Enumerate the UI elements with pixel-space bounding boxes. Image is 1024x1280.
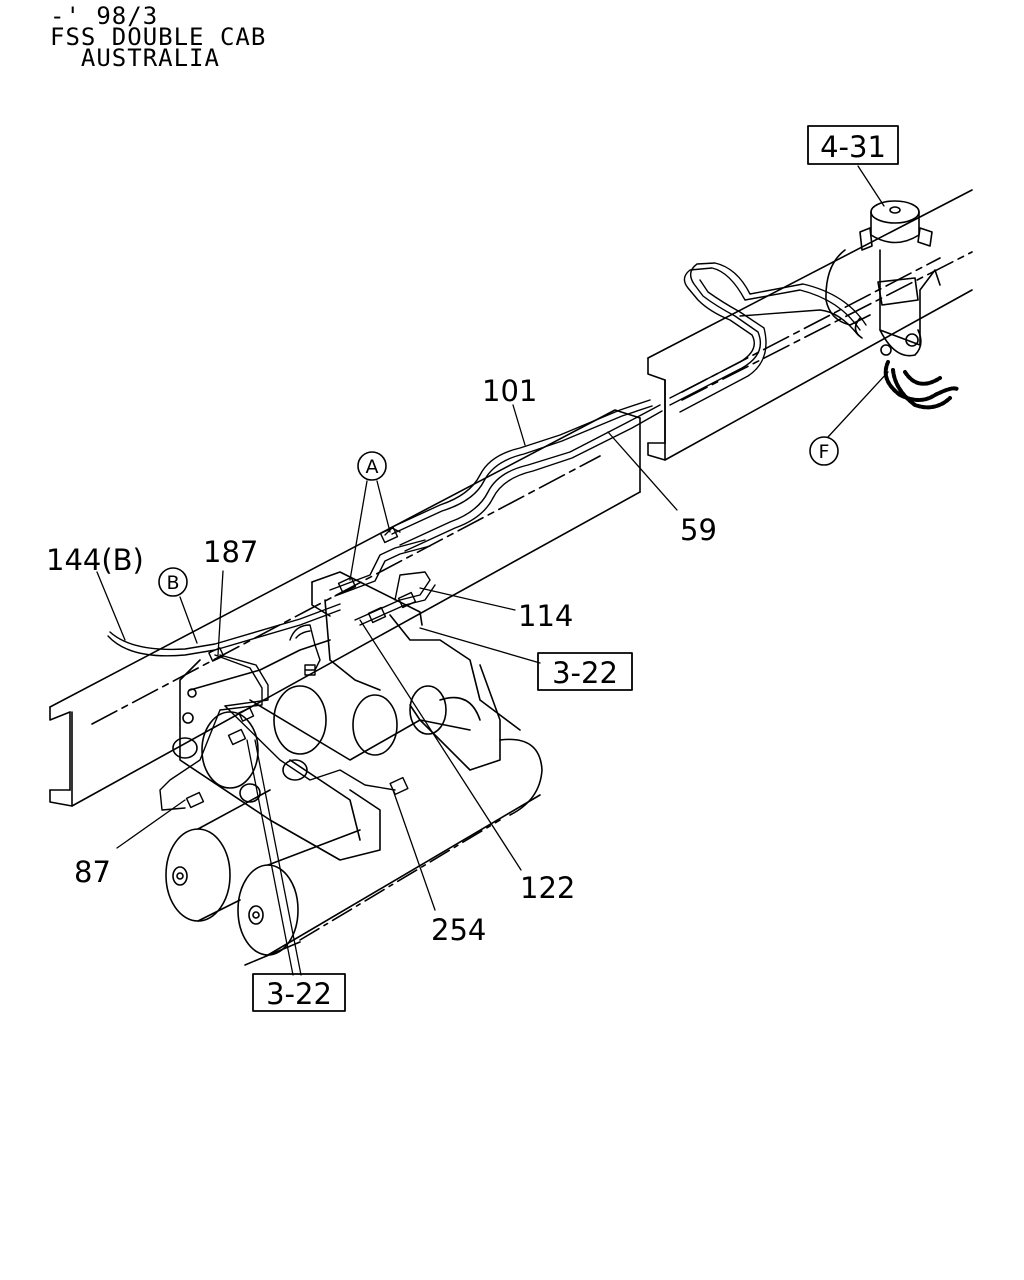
part-label-87: 87 <box>74 855 111 889</box>
ref-3-22-lower-text: 3-22 <box>266 977 332 1011</box>
svg-text:B: B <box>166 572 179 594</box>
frame-rail-right <box>647 189 973 461</box>
air-tanks <box>165 685 543 966</box>
cross-member <box>179 571 521 861</box>
header-line-2: FSS DOUBLE CAB <box>50 23 267 51</box>
part-label-254: 254 <box>431 913 486 947</box>
callout-f: F <box>809 436 839 466</box>
callout-b: B <box>158 567 188 597</box>
part-label-122: 122 <box>520 871 575 905</box>
ref-4-31-text: 4-31 <box>820 130 886 164</box>
brake-pipes <box>389 262 867 552</box>
air-valve-unit <box>825 200 960 410</box>
header-line-3: AUSTRALIA <box>50 44 220 72</box>
ref-box-4-31: 4-31 <box>807 125 899 165</box>
crossmember-pipes <box>107 526 436 811</box>
ref-box-3-22-lower: 3-22 <box>252 973 346 1012</box>
svg-text:F: F <box>819 441 830 463</box>
frame-rail-left <box>49 409 641 807</box>
leader-lines <box>96 165 889 976</box>
part-label-101: 101 <box>482 374 537 408</box>
part-label-187: 187 <box>203 535 258 569</box>
part-label-59: 59 <box>680 513 717 547</box>
callout-a: A <box>357 451 387 481</box>
ref-3-22-upper-text: 3-22 <box>552 656 618 690</box>
header-line-1: -' 98/3 <box>50 2 159 30</box>
svg-text:A: A <box>366 456 379 478</box>
part-label-114: 114 <box>518 599 573 633</box>
part-label-144b: 144(B) <box>46 543 144 577</box>
ref-box-3-22-upper: 3-22 <box>537 652 633 691</box>
